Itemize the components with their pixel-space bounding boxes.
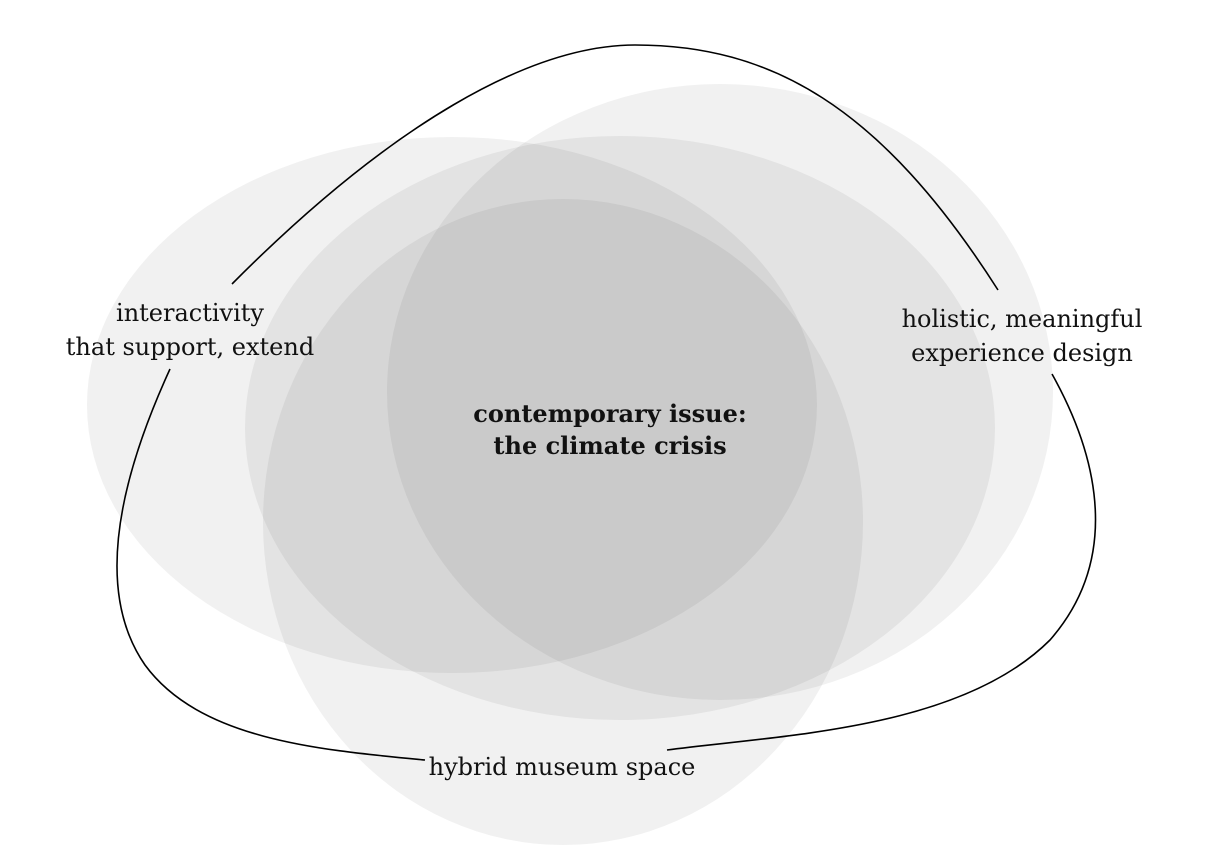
node-interactivity-line2: that support, extend [65, 333, 315, 361]
center-topic-line2: the climate crisis [493, 431, 727, 460]
overlapping-circles [87, 84, 1053, 845]
node-experience-design: holistic, meaningful experience design [872, 302, 1172, 370]
node-interactivity: interactivity that support, extend [40, 296, 340, 364]
connector-loop [116, 44, 1097, 761]
node-experience-design-line1: holistic, meaningful [901, 305, 1143, 333]
connector-right-arc [666, 373, 1097, 751]
connector-bottom-left-arc [116, 368, 426, 761]
node-interactivity-line1: interactivity [116, 299, 264, 327]
center-topic: contemporary issue: the climate crisis [440, 398, 780, 462]
node-experience-design-line2: experience design [911, 339, 1133, 367]
node-hybrid-museum-space-line1: hybrid museum space [428, 753, 696, 781]
center-topic-line1: contemporary issue: [473, 399, 747, 428]
node-hybrid-museum-space: hybrid museum space [412, 750, 712, 784]
connector-top-arc [231, 44, 999, 291]
circle-bottom [263, 199, 863, 845]
